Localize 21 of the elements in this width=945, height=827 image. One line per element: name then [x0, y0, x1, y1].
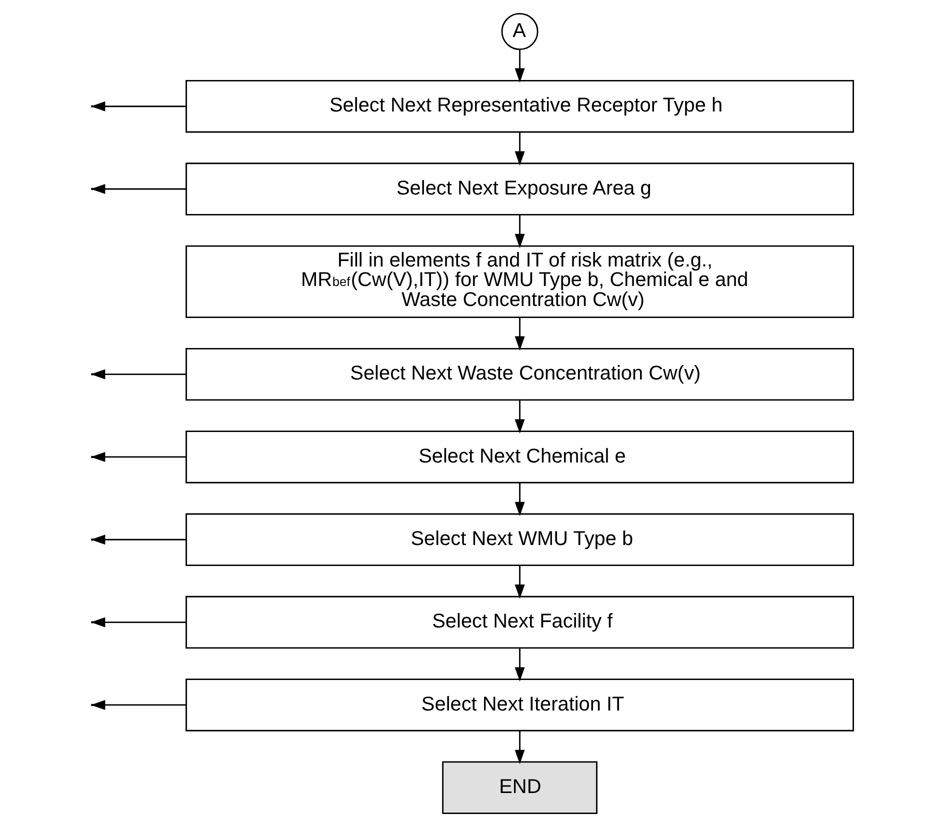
- arrow: [514, 730, 525, 764]
- node-box: Select Next Iteration IT: [186, 678, 854, 732]
- node-box: Fill in elements f and IT of risk matrix (e.g., MRbef(Cw(V),IT)) for WMU Type b, Chemical e and Waste Concentration Cw(v): [186, 245, 854, 318]
- node-box: Select Next Facility f: [186, 596, 854, 649]
- node-box: Select Next Waste Concentration Cw(v): [186, 348, 854, 401]
- arrow: [90, 617, 186, 628]
- arrow: [514, 318, 525, 351]
- arrow: [514, 132, 525, 166]
- arrow: [514, 565, 525, 599]
- arrow: [514, 648, 525, 682]
- node-circle: A: [501, 13, 538, 50]
- node-box: Select Next Exposure Area g: [186, 162, 854, 216]
- arrow: [90, 700, 186, 710]
- arrow: [514, 215, 525, 248]
- node-box: Select Next Representative Receptor Type h: [186, 80, 854, 133]
- arrow: [514, 400, 525, 434]
- node-box: END: [442, 761, 598, 814]
- node-box: Select Next Chemical e: [186, 430, 854, 484]
- arrow: [514, 50, 525, 83]
- node-box: Select Next WMU Type b: [186, 513, 854, 566]
- arrow: [514, 482, 525, 516]
